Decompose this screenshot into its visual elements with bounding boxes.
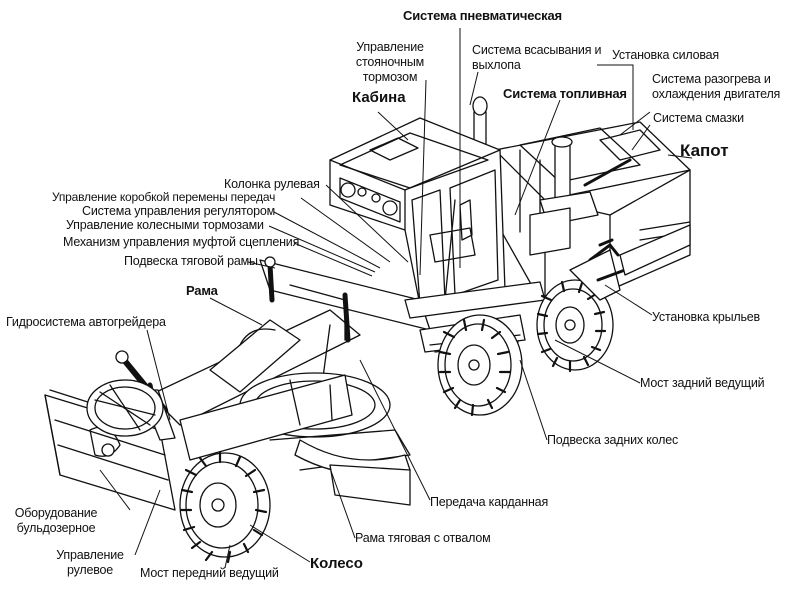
label-wings-install: Установка крыльев: [652, 310, 760, 324]
label-pneumatic-system: Система пневматическая: [403, 8, 562, 23]
label-wheel-brakes-control: Управление колесными тормозами: [66, 218, 264, 232]
front-wheel-right: [179, 450, 271, 564]
exhaust-intake: [472, 96, 599, 256]
label-intake-exhaust: Система всасывания и выхлопа: [472, 43, 602, 72]
label-gearbox-control: Управление коробкой перемены передач: [52, 190, 276, 204]
rear-wheel-back: [536, 279, 614, 373]
label-parking-brake-control: Управление стояночным тормозом: [355, 40, 425, 84]
cabin: [329, 117, 506, 306]
label-regulator-control: Система управления регулятором: [82, 204, 275, 218]
fenders: [569, 224, 691, 301]
label-cardan-transmission: Передача карданная: [430, 495, 549, 509]
front-wheel-left: [86, 379, 164, 437]
draw-frame-blade: [179, 372, 411, 506]
label-front-drive-axle: Мост передний ведущий: [140, 566, 279, 580]
label-draw-frame-suspension: Подвеска тяговой рамы: [124, 254, 258, 268]
label-rear-drive-axle: Мост задний ведущий: [640, 376, 765, 390]
label-hydraulic-system: Гидросистема автогрейдера: [6, 315, 166, 329]
label-heating-cooling: Система разогрева и охлаждения двигателя: [652, 72, 781, 101]
label-rear-wheel-suspension: Подвеска задних колес: [547, 433, 678, 447]
label-draw-frame-with-blade: Рама тяговая с отвалом: [355, 531, 491, 545]
label-bulldozer-equipment: Оборудование бульдозерное: [14, 506, 98, 535]
label-lubrication-system: Система смазки: [653, 111, 744, 125]
label-power-unit: Установка силовая: [612, 48, 719, 62]
label-fuel-system: Система топливная: [503, 86, 627, 101]
label-cabin: Кабина: [352, 89, 406, 106]
label-wheel: Колесо: [310, 555, 363, 572]
label-hood: Капот: [680, 141, 729, 160]
rear-wheel-front: [437, 314, 523, 417]
label-steering-control: Управление рулевое: [56, 548, 124, 577]
leader-lines: [99, 28, 693, 569]
label-steering-column: Колонка рулевая: [224, 177, 320, 191]
label-clutch-mechanism: Механизм управления муфтой сцепления: [63, 235, 300, 249]
label-frame: Рама: [186, 283, 218, 298]
